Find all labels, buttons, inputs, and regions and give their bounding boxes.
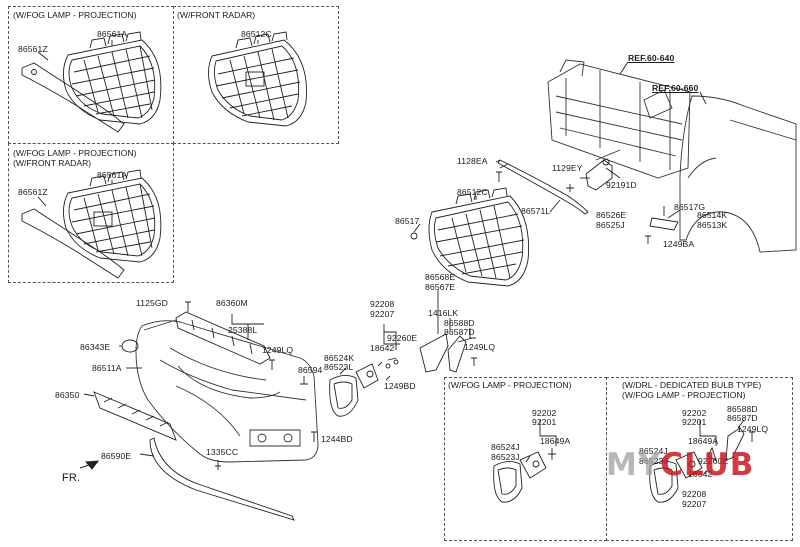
part-label: 92202 — [682, 408, 707, 418]
part-label: 92260E — [387, 333, 418, 343]
part-label: 86525J — [596, 220, 625, 230]
part-label: 92201 — [682, 417, 707, 427]
part-label: 1129EY — [552, 163, 583, 173]
part-label: 86524J — [491, 442, 520, 452]
part-label: 86517G — [674, 202, 706, 212]
part-label: 86350 — [55, 390, 80, 400]
fog-bezel-illustration — [419, 333, 467, 373]
inset-header: (W/DRL - DEDICATED BULB TYPE) — [622, 380, 762, 390]
part-label: 18649A — [540, 436, 571, 446]
center-grille-illustration — [428, 187, 530, 287]
part-label: 92202 — [532, 408, 557, 418]
part-label: 86512C — [241, 29, 272, 39]
part-label: 86567E — [425, 282, 456, 292]
part-label: 1249LQ — [737, 424, 769, 434]
part-label: 18642 — [370, 343, 395, 353]
fog-lamp-projection-illustration — [493, 448, 556, 503]
part-label: 92208 — [370, 299, 395, 309]
part-label: 18642 — [688, 469, 713, 479]
inset-drl-fog — [606, 377, 793, 541]
part-label: 92207 — [682, 499, 707, 509]
part-label: 86571L — [521, 206, 551, 216]
part-label: 86587D — [444, 327, 475, 337]
part-label: 1416LK — [428, 308, 459, 318]
part-label: 92207 — [370, 309, 395, 319]
carrier-frame-illustration — [547, 59, 691, 179]
part-label: 86561A — [97, 29, 128, 39]
upper-bracket-illustration — [175, 311, 271, 365]
radar-grille-illustration — [208, 31, 307, 127]
radiator-grille-illustration — [63, 31, 162, 125]
part-label: 1244BD — [321, 434, 353, 444]
inset-header: (W/FOG LAMP - PROJECTION) — [13, 10, 137, 20]
part-label: 86588D — [444, 318, 475, 328]
part-label: 86523J — [491, 452, 520, 462]
inset-header: (W/FRONT RADAR) — [13, 158, 92, 168]
part-label: 1335CC — [206, 447, 239, 457]
part-label: 1249LQ — [262, 345, 294, 355]
part-label: 86590E — [101, 451, 132, 461]
part-label: 86513K — [697, 220, 728, 230]
garnish-strip-2-illustration — [21, 208, 125, 279]
part-label: 86523L — [324, 362, 354, 372]
part-label: 86524J — [639, 446, 668, 456]
part-label: 86512C — [457, 187, 488, 197]
moulding-strip-illustration — [497, 159, 589, 215]
part-label: 1249BA — [663, 239, 695, 249]
part-label: 1249LQ — [464, 342, 496, 352]
part-label: 92191D — [606, 180, 637, 190]
fender-illustration — [679, 95, 797, 253]
lower-grille-illustration — [93, 391, 177, 441]
part-label: 86526E — [596, 210, 627, 220]
bracket-illustration — [566, 158, 613, 192]
part-label: 1128EA — [457, 156, 488, 166]
part-label: 86343E — [80, 342, 111, 352]
part-label: 1125GD — [136, 298, 168, 308]
inset-fog-projection-radar — [8, 143, 174, 283]
inset-header: (W/FOG LAMP - PROJECTION) — [448, 380, 572, 390]
front-bumper-illustration — [135, 319, 319, 463]
inset-header: (W/FOG LAMP - PROJECTION) — [622, 390, 746, 400]
part-label: 86594 — [298, 365, 323, 375]
front-direction-label: FR. — [62, 472, 81, 484]
part-label: 86523J — [639, 456, 668, 466]
garnish-strip-illustration — [21, 62, 125, 133]
part-label: 86561Z — [18, 44, 48, 54]
watermark-part: MY — [606, 447, 661, 483]
inset-header: (W/FOG LAMP - PROJECTION) — [13, 148, 137, 158]
drl-fog-lamp-illustration — [649, 427, 745, 503]
part-label: 18649A — [688, 436, 719, 446]
fog-lamp-housing-illustration — [329, 363, 379, 417]
reference-label: REF.60-640 — [628, 53, 675, 63]
part-label: 25388L — [228, 325, 258, 335]
part-label: 92260E — [698, 456, 729, 466]
part-label: 92201 — [532, 417, 557, 427]
part-label: 86360M — [216, 298, 248, 308]
inset-front-radar — [173, 6, 339, 144]
part-label: 86511A — [92, 363, 122, 373]
part-label: 86587D — [727, 413, 758, 423]
inset-header: (W/FRONT RADAR) — [177, 10, 256, 20]
reflector-illustration — [645, 217, 679, 244]
reference-label: REF.60-660 — [652, 83, 699, 93]
part-label: 86561A — [97, 170, 128, 180]
watermark-logo: MYCLUB — [606, 447, 754, 483]
watermark-part: CLUB — [660, 447, 755, 483]
part-label: 86517 — [395, 216, 420, 226]
part-label: 86588D — [727, 404, 758, 414]
part-label: 86514K — [697, 210, 728, 220]
part-label: 92208 — [682, 489, 707, 499]
part-label: 1249BD — [384, 381, 416, 391]
part-label: 86524K — [324, 353, 355, 363]
part-label: 86561Z — [18, 187, 48, 197]
radiator-grille-radar-illustration — [63, 169, 162, 263]
part-label: 86568E — [425, 272, 456, 282]
